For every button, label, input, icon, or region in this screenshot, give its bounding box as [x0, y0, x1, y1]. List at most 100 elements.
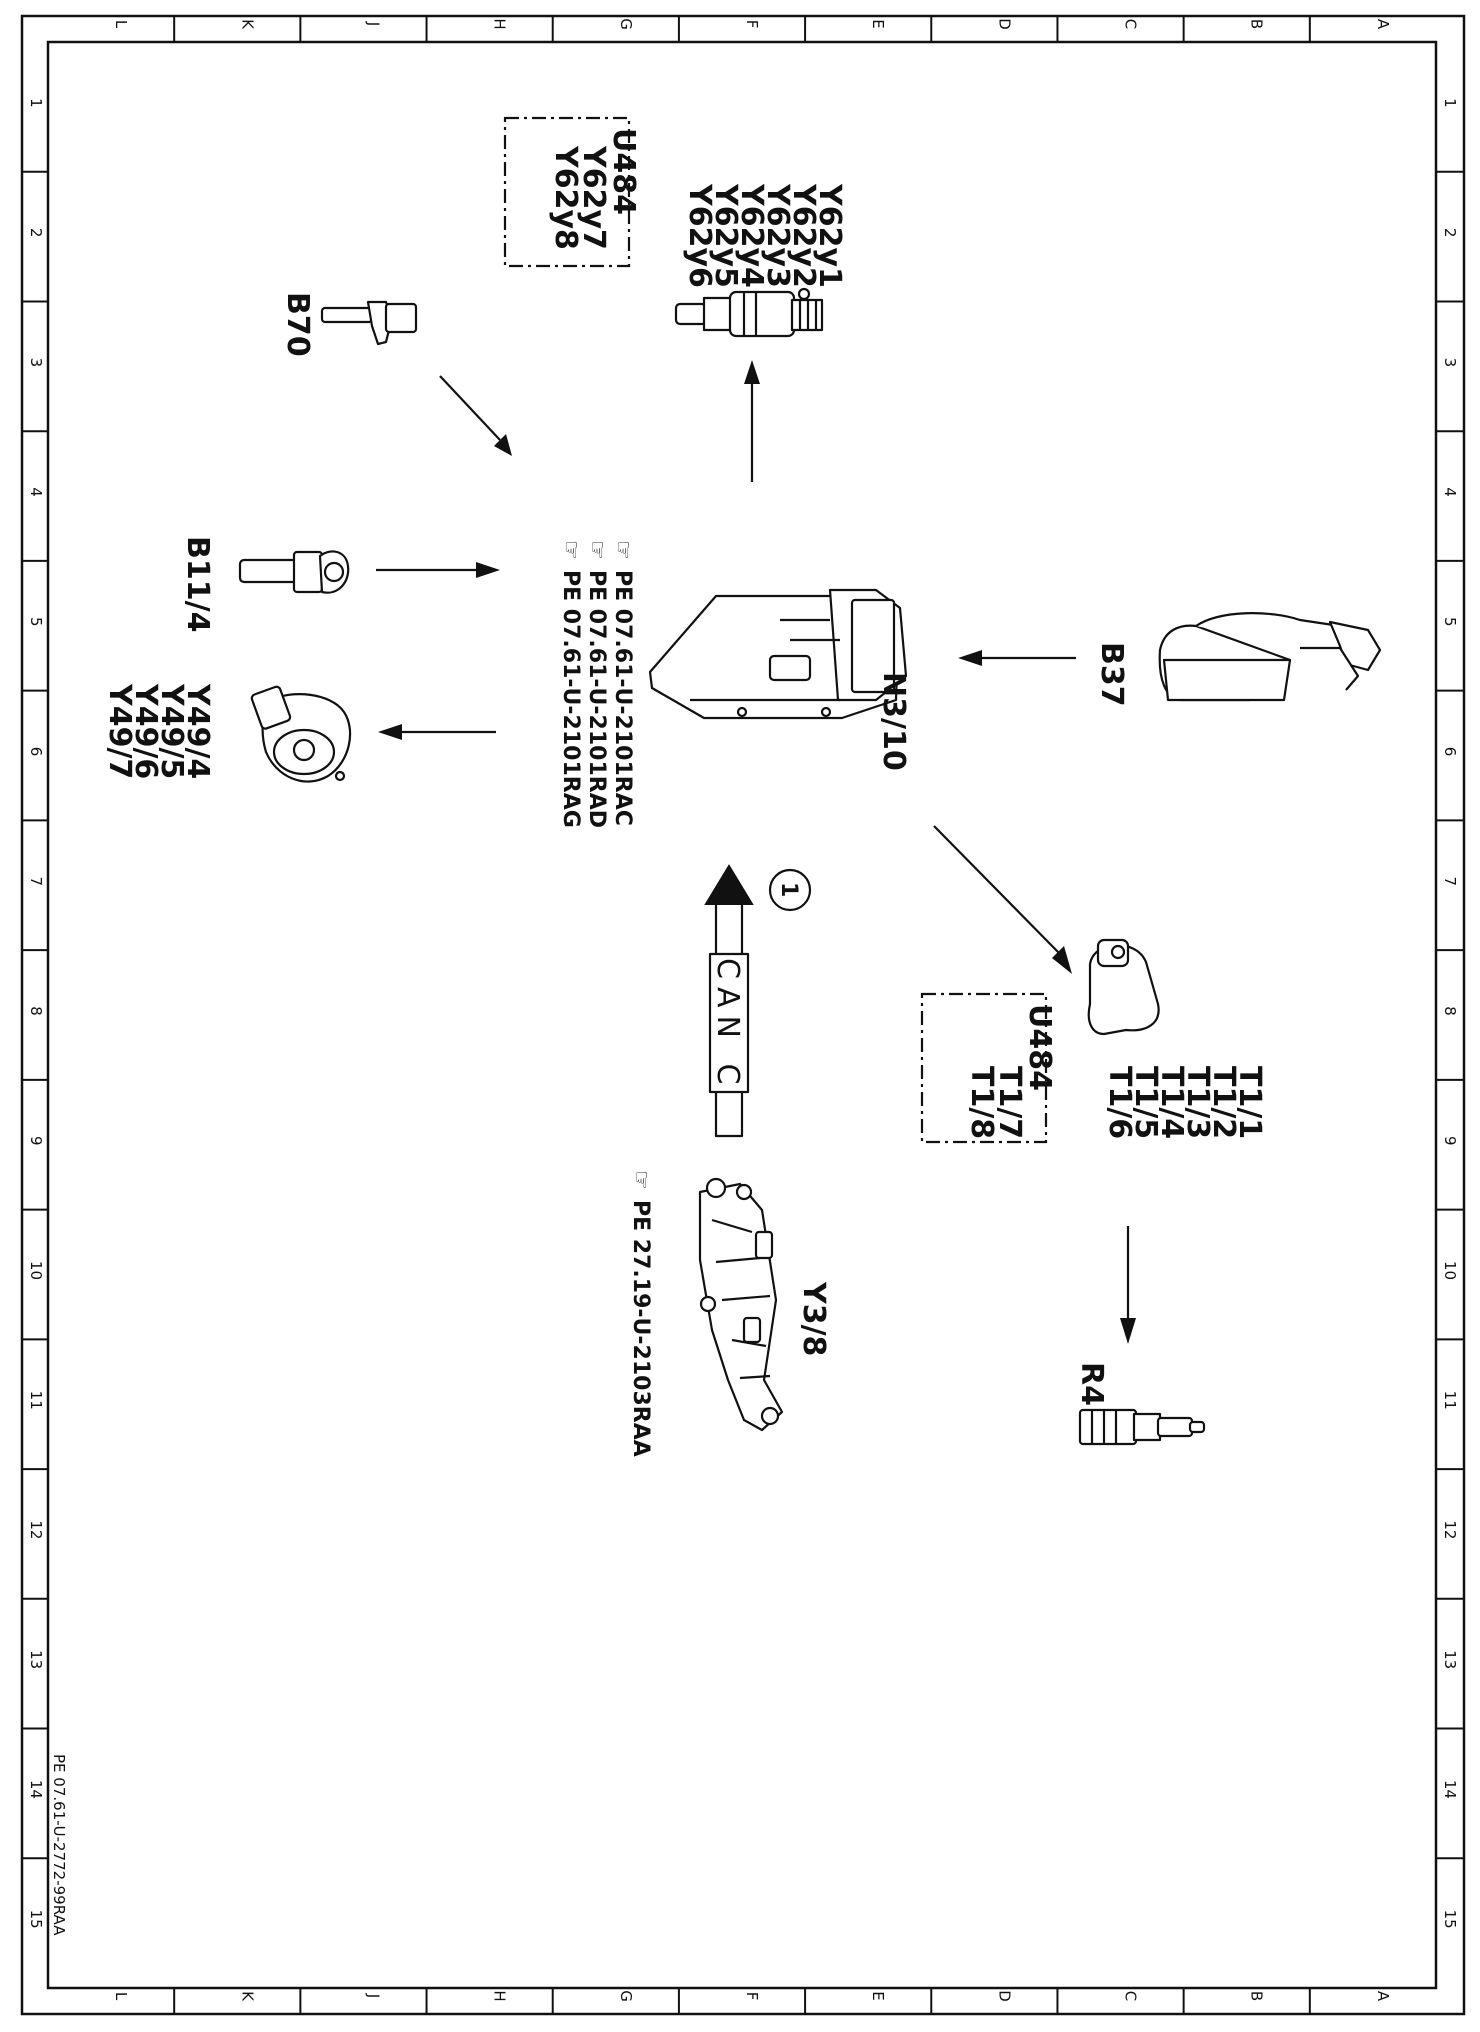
frame-row-label-right: 13 [1441, 1650, 1459, 1669]
y62-line-6: Y62y6 [682, 183, 717, 288]
frame-col-label-top: H [491, 18, 509, 29]
inner-frame [46, 40, 1438, 1990]
frame-row-label-left: 4 [27, 487, 45, 497]
arrow-from-b37 [958, 650, 1076, 666]
can-arrowhead [704, 864, 754, 905]
frame-row-label-left: 14 [27, 1780, 45, 1799]
t1-u484-line-3: T1/8 [964, 1066, 999, 1139]
frame-row-label-left: 11 [27, 1391, 45, 1410]
frame-col-label-bottom: L [112, 1992, 130, 2001]
frame-row-label-left: 8 [27, 1006, 45, 1016]
arrow-from-b70 [439, 375, 512, 456]
r4-label: R4 [1074, 1362, 1109, 1406]
y49-line-4: Y49/7 [102, 683, 137, 779]
frame-row-label-right: 3 [1441, 358, 1459, 368]
t1-u484-line-2: T1/7 [992, 1066, 1027, 1139]
y62-u484-box [503, 116, 631, 268]
frame-col-label-bottom: J [364, 1993, 382, 1998]
y62-line-4: Y62y4 [734, 183, 769, 288]
frame-col-label-top: B [1248, 19, 1266, 29]
b11-4-label: B11/4 [180, 536, 215, 632]
y62-line-2: Y62y2 [786, 183, 821, 288]
b70-label: B70 [280, 292, 315, 357]
frame-col-label-top: C [1122, 19, 1140, 29]
y49-label-group: Y49/4 Y49/5 Y49/6 Y49/7 [102, 683, 215, 779]
t1-ignition-coil-icon [1087, 938, 1160, 1036]
t1-line-5: T1/5 [1128, 1066, 1163, 1139]
signal-arrows [376, 360, 1136, 1344]
frame-row-label-left: 1 [27, 98, 45, 108]
t1-line-6: T1/6 [1102, 1066, 1137, 1139]
pointing-hand-icon: ☞ [558, 540, 583, 560]
frame-col-label-bottom: A [1374, 1991, 1392, 2002]
b37-pedal-icon [1158, 612, 1382, 702]
y49-line-2: Y49/5 [154, 683, 189, 779]
y3-8-valve-body-icon [698, 1177, 784, 1432]
can-c-bus-arrow [704, 864, 754, 1138]
y62-line-3: Y62y3 [760, 183, 795, 288]
frame-row-label-right: 2 [1441, 228, 1459, 238]
can-marker-circle [768, 868, 812, 912]
frame-col-label-top: F [743, 20, 761, 29]
arrow-from-b11-4 [376, 562, 500, 578]
frame-ticks [22, 16, 1464, 2014]
n3-10-ref-2: PE 07.61-U-2101RAD [584, 570, 609, 828]
frame-col-label-top: J [364, 21, 382, 26]
frame-row-label-right: 10 [1441, 1261, 1459, 1280]
frame-row-label-left: 3 [27, 358, 45, 368]
y62-u484-line-1: U484 [606, 128, 641, 215]
n3-10-ref-1: PE 07.61-U-2101RAC [610, 570, 635, 826]
frame-col-label-bottom: K [238, 1991, 256, 2002]
frame-col-label-top: K [238, 19, 256, 30]
frame-col-label-bottom: F [743, 1992, 761, 2001]
arrow-to-y49 [378, 724, 496, 740]
b37-label: B37 [1094, 642, 1129, 707]
frame-row-label-left: 15 [27, 1910, 45, 1929]
t1-line-1: T1/1 [1232, 1066, 1267, 1139]
frame-row-label-left: 10 [27, 1261, 45, 1280]
n3-10-ref-3: PE 07.61-U-2101RAG [558, 570, 583, 828]
frame-row-label-left: 2 [27, 228, 45, 238]
n3-10-label: N3/10 [876, 672, 911, 771]
frame-row-label-right: 8 [1441, 1006, 1459, 1016]
y3-8-ref-group: ☞ PE 27.19-U-2103RAA [628, 1170, 653, 1457]
can-marker-number: 1 [776, 882, 801, 897]
n3-10-control-unit-icon [648, 588, 908, 720]
y3-8-ref: PE 27.19-U-2103RAA [628, 1200, 653, 1457]
frame-col-label-top: G [617, 18, 635, 30]
frame-row-label-right: 15 [1441, 1910, 1459, 1929]
frame-row-label-left: 9 [27, 1136, 45, 1146]
pointing-hand-icon: ☞ [610, 540, 635, 560]
b11-4-sensor-icon [238, 550, 350, 594]
outer-frame [20, 14, 1466, 2016]
drawing-id: PE 07.61-U-2772-99RAA [50, 1754, 68, 1936]
t1-label-group: T1/1 T1/2 T1/3 T1/4 T1/5 T1/6 [1102, 1066, 1267, 1139]
y62-injector-icon [674, 287, 824, 338]
t1-u484-line-1: U484 [1022, 1004, 1057, 1091]
frame-col-label-top: E [869, 19, 887, 28]
t1-line-2: T1/2 [1206, 1066, 1241, 1139]
n3-10-refs-group: ☞ PE 07.61-U-2101RAC ☞ PE 07.61-U-2101RA… [558, 540, 635, 828]
frame-row-label-right: 12 [1441, 1520, 1459, 1539]
y49-line-1: Y49/4 [180, 683, 215, 779]
t1-line-3: T1/3 [1180, 1066, 1215, 1139]
frame-row-label-right: 14 [1441, 1780, 1459, 1799]
frame-col-label-top: L [112, 20, 130, 29]
pointing-hand-icon: ☞ [628, 1170, 653, 1190]
frame-row-label-right: 11 [1441, 1391, 1459, 1410]
frame-row-label-left: 5 [27, 617, 45, 627]
frame-row-label-left: 7 [27, 876, 45, 886]
frame-col-label-bottom: E [869, 1991, 887, 2000]
frame-row-label-left: 13 [27, 1650, 45, 1669]
y62-line-1: Y62y1 [812, 183, 847, 288]
frame-col-label-top: A [1374, 19, 1392, 30]
frame-col-label-bottom: B [1248, 1991, 1266, 2001]
b70-sensor-icon [320, 300, 418, 346]
y49-solenoid-icon [250, 685, 352, 783]
frame-row-label-right: 1 [1441, 98, 1459, 108]
r4-spark-plug-icon [1078, 1408, 1206, 1446]
y3-8-label: Y3/8 [796, 1281, 831, 1356]
